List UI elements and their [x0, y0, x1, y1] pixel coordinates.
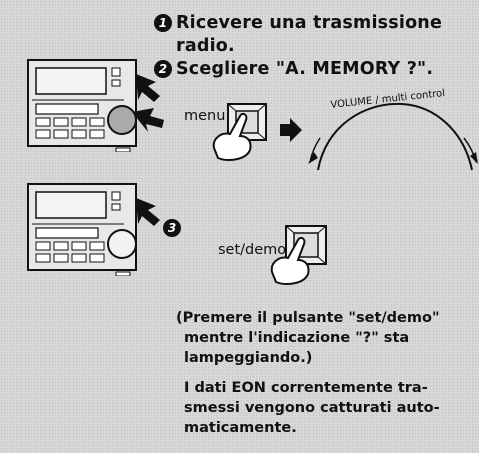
- menu-label: menu: [184, 108, 226, 124]
- step-2-text: Scegliere "A. MEMORY ?".: [176, 59, 434, 79]
- step-2-number: 2: [154, 60, 172, 78]
- step-1-text-line2: radio.: [176, 36, 235, 56]
- hand-press-icon-2: [270, 236, 310, 285]
- stereo-unit-icon-2: [27, 183, 160, 276]
- press-arrow-icon: [136, 74, 160, 102]
- step-1-text-line1: Ricevere una trasmissione: [176, 13, 443, 33]
- eon-note: I dati EON correntemente tra- smessi ven…: [184, 378, 476, 438]
- press-note-line3: lampeggiando.): [184, 350, 313, 366]
- setdemo-label: set/demo: [218, 242, 287, 258]
- hand-press-icon: [212, 112, 252, 161]
- eon-note-line3: maticamente.: [184, 420, 297, 436]
- menu-button-icon: [212, 103, 267, 161]
- step-3: 3: [163, 218, 185, 237]
- step-1-cont: radio.: [176, 35, 235, 57]
- stereo-unit-icon: [27, 59, 164, 152]
- eon-note-line1: I dati EON correntemente tra-: [184, 380, 428, 396]
- right-arrow-icon: [280, 118, 302, 142]
- eon-note-line2: smessi vengono catturati auto-: [184, 400, 440, 416]
- setdemo-button-icon: [270, 225, 327, 285]
- press-note-line2: mentre l'indicazione "?" sta: [184, 330, 410, 346]
- step-3-number: 3: [163, 219, 181, 237]
- step-1-number: 1: [154, 14, 172, 32]
- press-note: (Premere il pulsante "set/demo" mentre l…: [176, 308, 476, 368]
- volume-dial-icon: [308, 102, 478, 171]
- press-note-line1: (Premere il pulsante "set/demo": [176, 310, 440, 326]
